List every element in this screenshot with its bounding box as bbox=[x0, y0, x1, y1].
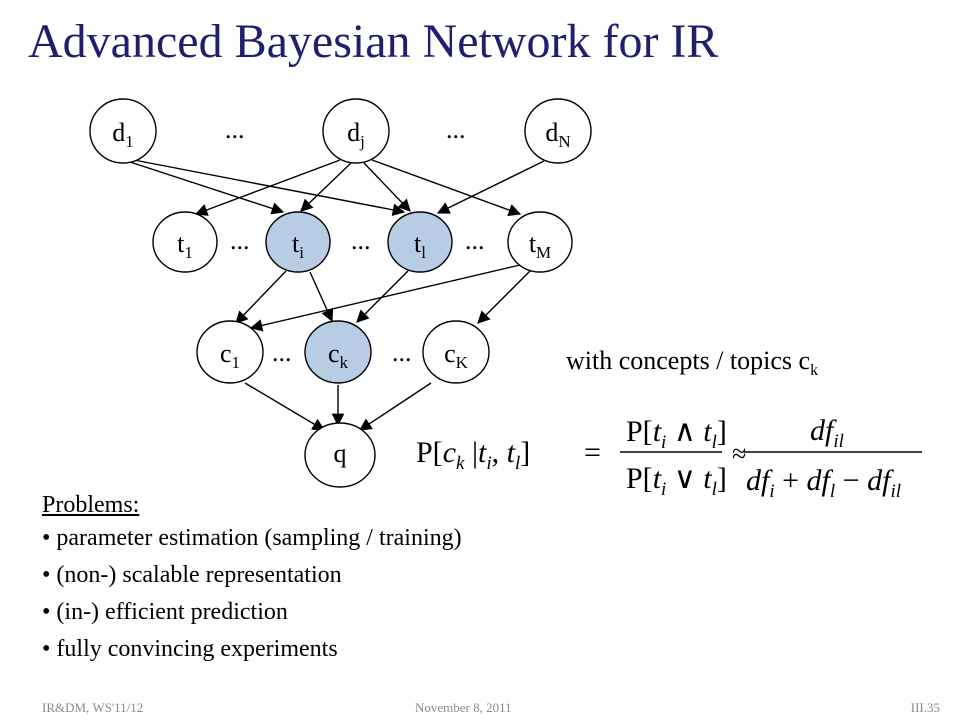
list-item: (in-) efficient prediction bbox=[42, 599, 462, 626]
svg-text:c1: c1 bbox=[220, 339, 240, 372]
svg-text:P[ti ∧ tl]: P[ti ∧ tl] bbox=[626, 415, 727, 453]
edge-cK-q bbox=[358, 382, 432, 431]
edge-ti-ck bbox=[309, 271, 334, 323]
list-item: parameter estimation (sampling / trainin… bbox=[42, 525, 461, 552]
svg-text:≈: ≈ bbox=[732, 439, 746, 468]
edge-dj-tM bbox=[371, 159, 522, 217]
problems-heading: Problems: bbox=[42, 492, 140, 518]
ellipsis-d-right: ... bbox=[446, 115, 466, 144]
ellipsis-c-2: ... bbox=[392, 338, 412, 367]
svg-text:P[ti ∨ tl]: P[ti ∨ tl] bbox=[626, 462, 727, 500]
node-tl: tl bbox=[387, 211, 453, 273]
node-q: q bbox=[304, 422, 376, 488]
edge-tM-cK bbox=[477, 270, 531, 324]
slide-title: Advanced Bayesian Network for IR bbox=[28, 15, 719, 68]
svg-text:ck: ck bbox=[328, 339, 349, 372]
svg-text:dfi + dfl − dfil: dfi + dfl − dfil bbox=[746, 464, 901, 500]
svg-text:dN: dN bbox=[545, 118, 570, 151]
svg-text:dj: dj bbox=[347, 118, 365, 151]
svg-text:=: = bbox=[584, 436, 601, 469]
ellipsis-d-left: ... bbox=[225, 115, 245, 144]
node-dN: dN bbox=[524, 98, 592, 164]
network-edges bbox=[129, 159, 545, 431]
svg-text:t1: t1 bbox=[177, 229, 193, 262]
edge-dN-tl bbox=[436, 160, 545, 214]
list-item: (non-) scalable representation bbox=[42, 562, 462, 589]
footer-slide-number: III.35 bbox=[910, 700, 940, 715]
node-d1: d1 bbox=[89, 98, 157, 164]
ellipsis-t-2: ... bbox=[351, 226, 371, 255]
list-item: fully convincing experiments bbox=[42, 636, 462, 663]
node-cK: cK bbox=[422, 320, 490, 384]
svg-text:tM: tM bbox=[529, 229, 551, 262]
edge-dj-t1 bbox=[194, 159, 341, 216]
svg-text:d1: d1 bbox=[112, 118, 134, 151]
node-tM: tM bbox=[507, 211, 573, 273]
svg-text:ti: ti bbox=[292, 229, 304, 262]
problems-list: parameter estimation (sampling / trainin… bbox=[42, 525, 462, 663]
footer-date: November 8, 2011 bbox=[415, 700, 512, 715]
edge-c1-q bbox=[244, 382, 326, 431]
footer-course: IR&DM, WS'11/12 bbox=[42, 700, 144, 715]
svg-text:tl: tl bbox=[414, 229, 426, 262]
concepts-caption: with concepts / topics ck bbox=[566, 346, 819, 380]
ellipsis-t-1: ... bbox=[230, 226, 250, 255]
probability-formula: P[ck |ti, tl] = P[ti ∧ tl] P[ti ∨ tl] ≈ … bbox=[416, 414, 922, 500]
svg-text:q: q bbox=[334, 439, 347, 468]
problems-section: Problems: parameter estimation (sampling… bbox=[42, 492, 462, 673]
svg-text:dfil: dfil bbox=[810, 414, 844, 452]
node-t1: t1 bbox=[152, 211, 218, 273]
node-ti: ti bbox=[265, 211, 331, 273]
edge-d1-ti bbox=[129, 161, 285, 215]
node-ck: ck bbox=[304, 320, 372, 384]
svg-text:P[ck |ti, tl]: P[ck |ti, tl] bbox=[416, 436, 530, 474]
edge-tM-c1 bbox=[249, 264, 521, 332]
edge-dj-ti bbox=[300, 162, 352, 212]
ellipsis-markers: ... ... ... ... ... ... ... bbox=[225, 115, 485, 367]
edge-dj-tl bbox=[363, 162, 411, 212]
svg-text:cK: cK bbox=[444, 339, 469, 372]
edge-ti-c1 bbox=[235, 270, 287, 324]
node-c1: c1 bbox=[196, 320, 264, 384]
ellipsis-c-1: ... bbox=[272, 338, 292, 367]
node-dj: dj bbox=[322, 98, 390, 164]
ellipsis-t-3: ... bbox=[465, 226, 485, 255]
